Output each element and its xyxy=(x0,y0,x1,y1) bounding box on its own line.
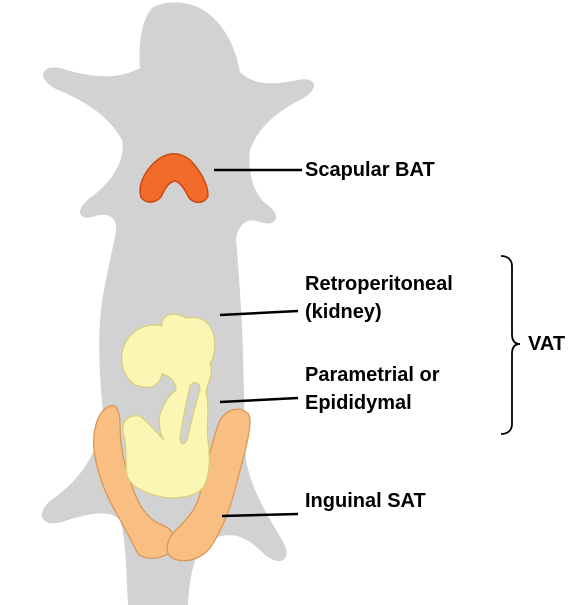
label-vat: VAT xyxy=(528,330,565,358)
label-retroperitoneal: Retroperitoneal (kidney) xyxy=(305,270,453,326)
label-inguinal-sat-text: Inguinal SAT xyxy=(305,487,426,515)
label-parametrial-line-2: Epididymal xyxy=(305,389,440,417)
label-retroperitoneal-line-1: Retroperitoneal xyxy=(305,270,453,298)
label-retroperitoneal-line-2: (kidney) xyxy=(305,298,453,326)
vat-bracket xyxy=(501,256,520,434)
label-parametrial: Parametrial or Epididymal xyxy=(305,361,440,417)
label-scapular-bat: Scapular BAT xyxy=(305,156,435,184)
label-vat-text: VAT xyxy=(528,330,565,358)
label-inguinal-sat: Inguinal SAT xyxy=(305,487,426,515)
label-scapular-bat-text: Scapular BAT xyxy=(305,156,435,184)
label-parametrial-line-1: Parametrial or xyxy=(305,361,440,389)
